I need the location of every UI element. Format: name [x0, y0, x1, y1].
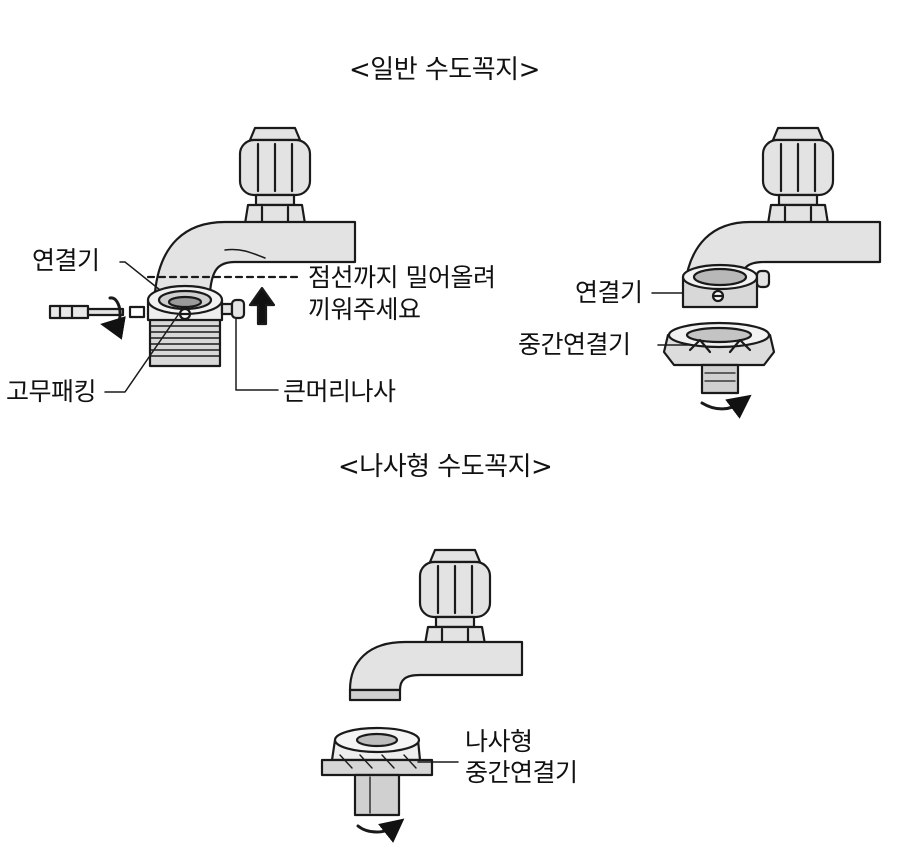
- screwdriver-icon: [48, 304, 146, 320]
- section-title-threaded: <나사형 수도꼭지>: [338, 452, 553, 482]
- label-large-screw: 큰머리나사: [283, 377, 396, 406]
- up-arrow-icon: [248, 286, 276, 326]
- section-title-regular: <일반 수도꼭지>: [349, 55, 540, 85]
- faucet-thread: [348, 688, 402, 702]
- label-rubber-packing: 고무패킹: [6, 377, 97, 406]
- threaded-middle-connector: [320, 726, 434, 817]
- label-threaded-line1: 나사형: [465, 727, 533, 756]
- connector-ring-right: [681, 263, 771, 309]
- rotate-arrow-icon: [100, 296, 126, 340]
- large-screw: [220, 298, 246, 320]
- faucet-regular-left: [48, 126, 357, 393]
- label-connector-right: 연결기: [575, 278, 643, 307]
- rotate-arrow-icon: [700, 394, 752, 419]
- faucet-handle-icon: [761, 126, 835, 232]
- faucet-handle-icon: [418, 548, 492, 652]
- faucet-handle-icon: [238, 126, 312, 232]
- connector-ring-left: [146, 284, 224, 368]
- label-instruction-line2: 끼워주세요: [308, 295, 421, 324]
- label-connector-left: 연결기: [32, 246, 100, 275]
- faucet-threaded: [320, 548, 524, 843]
- rotate-arrow-icon: [356, 818, 405, 843]
- middle-connector: [662, 321, 776, 395]
- faucet-spout: [348, 640, 524, 692]
- label-instruction-line1: 점선까지 밀어올려: [308, 263, 496, 292]
- faucet-regular-right: [651, 126, 882, 419]
- label-threaded-line2: 중간연결기: [465, 758, 578, 787]
- label-middle-connector: 중간연결기: [518, 330, 631, 359]
